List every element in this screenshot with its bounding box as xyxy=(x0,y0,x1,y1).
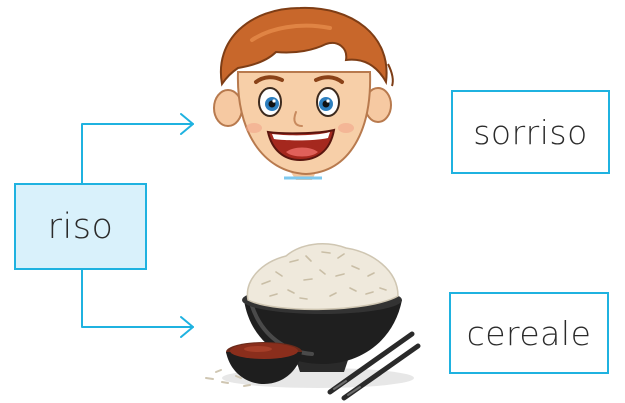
center-word-box: riso xyxy=(14,183,147,270)
option-word-top: sorriso xyxy=(473,113,588,152)
option-box-bottom[interactable]: cereale xyxy=(449,292,609,374)
option-box-top[interactable]: sorriso xyxy=(451,90,610,174)
center-word: riso xyxy=(48,207,114,247)
option-word-bottom: cereale xyxy=(467,314,592,353)
